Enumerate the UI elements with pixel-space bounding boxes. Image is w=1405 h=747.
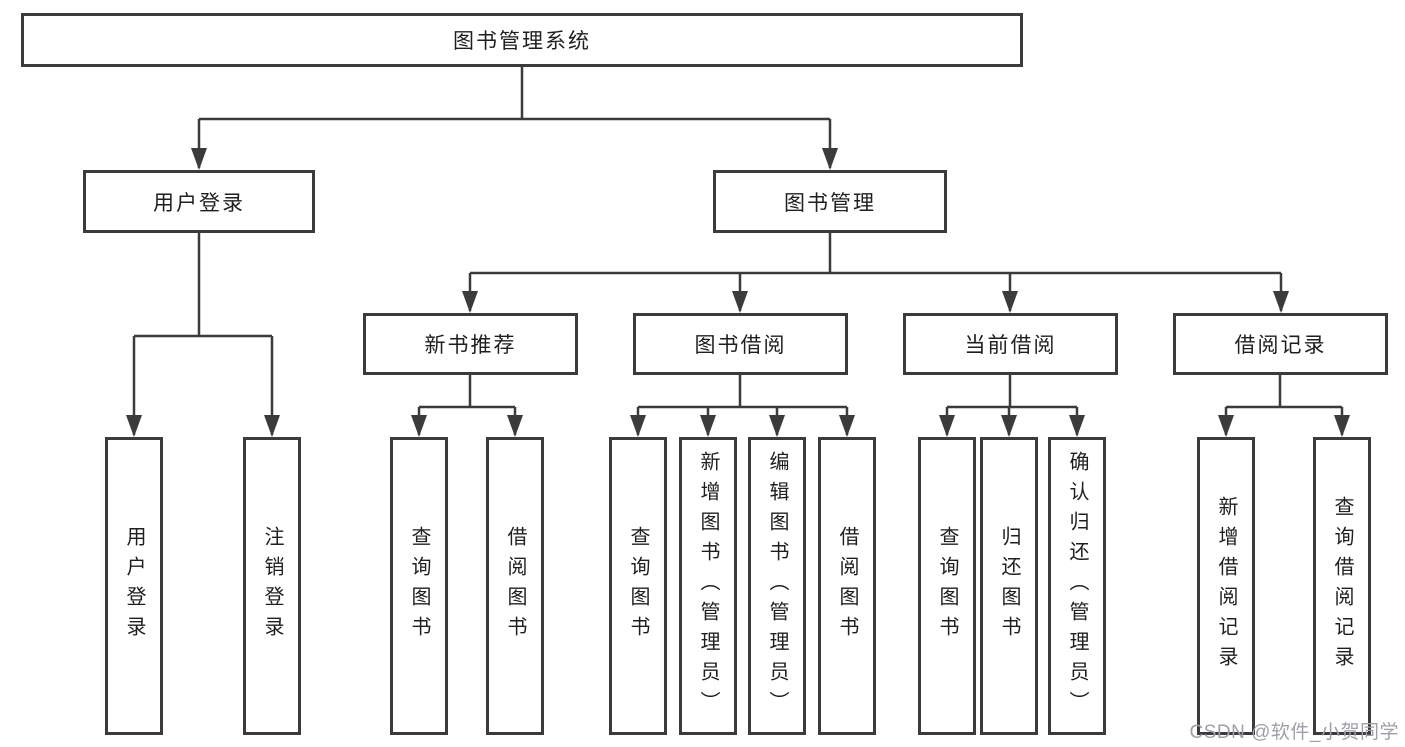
leaf-logout: 注销登录 (243, 437, 301, 735)
node-user-login: 用户登录 (83, 170, 315, 233)
leaf-query-borrow-record: 查询借阅记录 (1313, 437, 1371, 735)
leaf-label: 确认归还（管理员） (1066, 451, 1088, 721)
node-current-borrow: 当前借阅 (903, 313, 1118, 375)
node-new-book-recommend: 新书推荐 (363, 313, 578, 375)
node-label: 用户登录 (153, 191, 245, 215)
leaf-edit-book-admin: 编辑图书（管理员） (748, 437, 806, 735)
leaf-label: 查询图书 (627, 526, 649, 646)
leaf-user-login: 用户登录 (105, 437, 163, 735)
leaf-return-book: 归还图书 (980, 437, 1038, 735)
leaf-add-book-admin: 新增图书（管理员） (679, 437, 737, 735)
node-borrow-records: 借阅记录 (1173, 313, 1388, 375)
leaf-query-books-borrow: 查询图书 (609, 437, 667, 735)
leaf-label: 用户登录 (123, 526, 145, 646)
node-label: 图书管理 (784, 191, 876, 215)
node-book-borrow: 图书借阅 (633, 313, 848, 375)
node-label: 图书管理系统 (453, 30, 591, 53)
node-label: 图书借阅 (694, 334, 787, 357)
leaf-borrow-books: 借阅图书 (818, 437, 876, 735)
leaf-label: 新增借阅记录 (1215, 496, 1237, 676)
leaf-confirm-return-admin: 确认归还（管理员） (1048, 437, 1106, 735)
node-library-management-system: 图书管理系统 (21, 13, 1023, 67)
watermark: CSDN @软件_小贺同学 (1189, 722, 1399, 743)
leaf-label: 归还图书 (998, 526, 1020, 646)
leaf-label: 新增图书（管理员） (697, 451, 719, 721)
branch-lines (134, 66, 1342, 409)
node-label: 借阅记录 (1234, 334, 1327, 357)
leaf-label: 借阅图书 (504, 526, 526, 646)
leaf-label: 查询借阅记录 (1331, 496, 1353, 676)
node-book-management: 图书管理 (713, 170, 947, 233)
leaf-label: 借阅图书 (836, 526, 858, 646)
leaf-label: 查询图书 (936, 526, 958, 646)
leaf-label: 编辑图书（管理员） (766, 451, 788, 721)
leaf-borrow-books-recommend: 借阅图书 (486, 437, 544, 735)
leaf-label: 查询图书 (408, 526, 430, 646)
node-label: 当前借阅 (964, 334, 1057, 357)
leaf-query-books-recommend: 查询图书 (390, 437, 448, 735)
leaf-add-borrow-record: 新增借阅记录 (1197, 437, 1255, 735)
leaf-label: 注销登录 (261, 526, 283, 646)
leaf-query-books-current: 查询图书 (918, 437, 976, 735)
node-label: 新书推荐 (424, 334, 517, 357)
